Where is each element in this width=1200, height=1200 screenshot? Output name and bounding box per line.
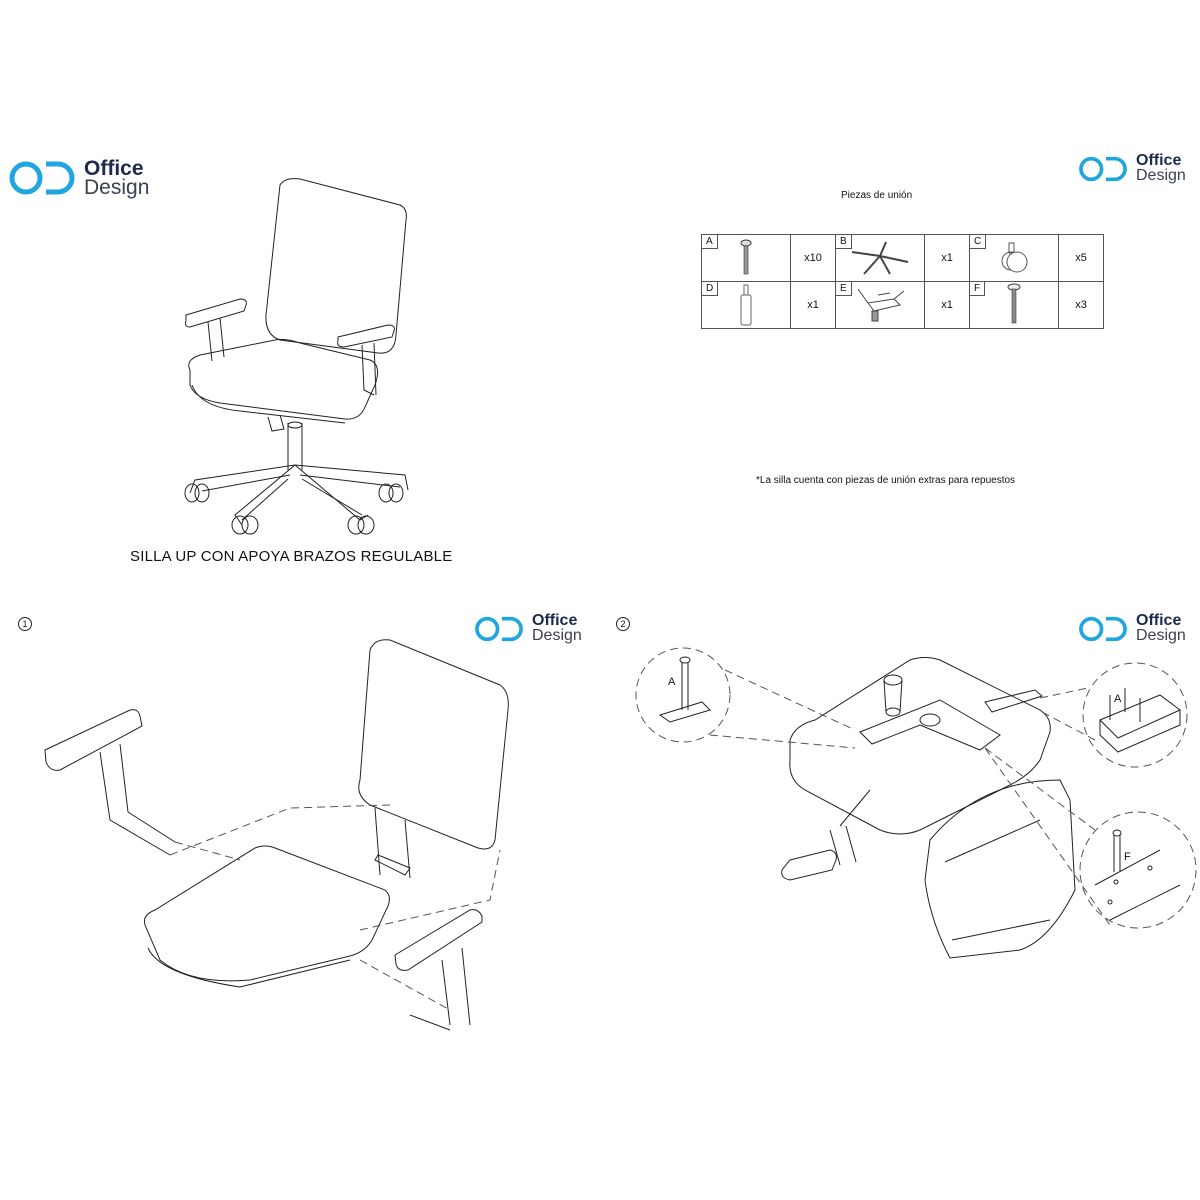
parts-row: D x1 E x1 F x3	[701, 281, 1104, 329]
part-qty: x5	[1058, 234, 1104, 282]
part-cell-f: F	[969, 281, 1059, 329]
star-base-icon	[851, 241, 909, 275]
brand-logo: Office Design	[474, 612, 582, 644]
spare-parts-note: *La silla cuenta con piezas de unión ext…	[756, 475, 1016, 486]
brand-wordmark: Office Design	[84, 156, 150, 199]
part-cell-a: A	[701, 234, 791, 282]
seat-mechanism-icon	[857, 288, 905, 322]
part-qty: x1	[790, 281, 836, 329]
od-logo-mark-icon	[9, 161, 75, 195]
part-qty: x1	[924, 234, 970, 282]
callout-label-a: A	[1114, 693, 1122, 705]
callout-label-a: A	[668, 676, 676, 688]
part-label: A	[702, 235, 718, 249]
brand-line1: Office	[532, 612, 578, 630]
callout-label-f: F	[1124, 851, 1131, 863]
od-logo-mark-icon	[1079, 616, 1127, 642]
caster-wheel-icon	[1001, 242, 1028, 273]
part-label: B	[836, 235, 852, 249]
brand-line2: Design	[1136, 627, 1186, 644]
step2-underside-assembly-diagram: A A F	[635, 647, 1197, 959]
brand-wordmark: Office Design	[1136, 152, 1186, 184]
part-cell-e: E	[835, 281, 925, 329]
step-number-badge: 1	[18, 617, 32, 631]
part-cell-d: D	[701, 281, 791, 329]
screw-icon	[740, 239, 752, 275]
assembled-chair-illustration	[184, 178, 409, 535]
part-label: C	[970, 235, 987, 249]
step-number-badge: 2	[616, 617, 630, 631]
part-qty: x10	[790, 234, 836, 282]
part-qty: x3	[1058, 281, 1104, 329]
brand-logo: Office Design	[1078, 612, 1186, 644]
brand-logo: Office Design	[8, 158, 149, 198]
brand-wordmark: Office Design	[532, 612, 582, 644]
brand-line2: Design	[84, 176, 150, 199]
part-qty: x1	[924, 281, 970, 329]
brand-line1: Office	[1136, 612, 1182, 630]
part-cell-b: B	[835, 234, 925, 282]
part-label: F	[970, 282, 986, 296]
brand-line1: Office	[84, 156, 144, 180]
parts-caption: Piezas de unión	[841, 190, 913, 201]
parts-table: A x10 B x1 C x5 D	[701, 234, 1104, 329]
gas-cylinder-icon	[740, 284, 752, 326]
brand-line2: Design	[1136, 167, 1186, 184]
part-label: D	[702, 282, 719, 296]
brand-wordmark: Office Design	[1136, 612, 1186, 644]
part-cell-c: C	[969, 234, 1059, 282]
brand-logo: Office Design	[1078, 152, 1186, 184]
long-bolt-icon	[1007, 283, 1021, 324]
brand-line2: Design	[532, 627, 582, 644]
od-logo-mark-icon	[475, 616, 523, 642]
step1-exploded-diagram	[44, 639, 509, 1031]
parts-row: A x10 B x1 C x5	[701, 234, 1104, 282]
brand-line1: Office	[1136, 152, 1182, 170]
part-label: E	[836, 282, 852, 296]
product-title: SILLA UP CON APOYA BRAZOS REGULABLE	[130, 548, 453, 565]
od-logo-mark-icon	[1079, 156, 1127, 182]
